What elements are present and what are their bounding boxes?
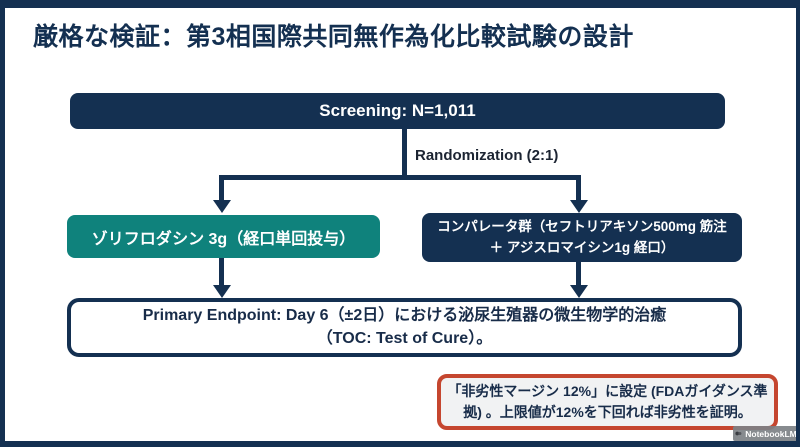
arrow-down-icon xyxy=(570,200,588,213)
comparator-arm-line2: ＋ アジスロマイシン1g 経口） xyxy=(489,239,675,255)
noninferiority-callout-line1: 「非劣性マージン 12%」に設定 (FDAガイダンス準 xyxy=(447,383,768,399)
page-title: 厳格な検証：第3相国際共同無作為化比較試験の設計 xyxy=(33,23,634,51)
randomization-label: Randomization (2:1) xyxy=(415,147,559,164)
connector-branch-right-vertical xyxy=(576,175,581,201)
arrow-down-icon xyxy=(213,200,231,213)
connector-branch-left-vertical xyxy=(219,175,224,201)
primary-endpoint-line2: （TOC: Test of Cure）。 xyxy=(316,329,493,347)
notebooklm-icon xyxy=(735,431,742,436)
primary-endpoint-line1: Primary Endpoint: Day 6（±2日）における泌尿生殖器の微生… xyxy=(142,307,667,325)
notebooklm-label: NotebookLM xyxy=(745,428,797,439)
arrow-down-icon xyxy=(570,285,588,298)
primary-endpoint-box: Primary Endpoint: Day 6（±2日）における泌尿生殖器の微生… xyxy=(67,298,742,357)
notebooklm-badge: NotebookLM xyxy=(733,426,797,441)
noninferiority-callout-line2: 拠) 。上限値が12%を下回れば非劣性を証明。 xyxy=(463,404,752,420)
screening-label: Screening: N=1,011 xyxy=(319,101,476,120)
connector-join-right-vertical xyxy=(576,262,581,286)
arrow-down-icon xyxy=(213,285,231,298)
comparator-arm-line1: コンパレータ群（セフトリアキソン500mg 筋注 xyxy=(437,218,727,234)
treatment-arm-label: ゾリフロダシン 3g（経口単回投与） xyxy=(91,230,356,248)
connector-screening-vertical xyxy=(402,129,407,177)
connector-branch-horizontal xyxy=(219,175,581,180)
screening-box: Screening: N=1,011 xyxy=(70,93,725,129)
connector-join-left-vertical xyxy=(219,258,224,286)
noninferiority-callout: 「非劣性マージン 12%」に設定 (FDAガイダンス準 拠) 。上限値が12%を… xyxy=(437,374,778,430)
comparator-arm-box: コンパレータ群（セフトリアキソン500mg 筋注 ＋ アジスロマイシン1g 経口… xyxy=(422,213,742,262)
treatment-arm-box: ゾリフロダシン 3g（経口単回投与） xyxy=(67,215,380,258)
